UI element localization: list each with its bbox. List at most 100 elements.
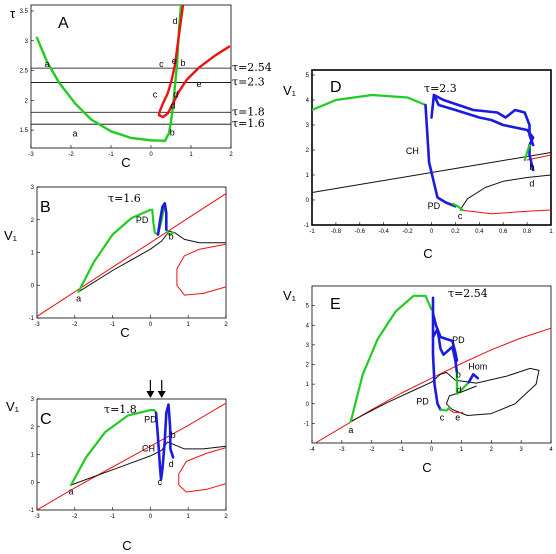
point-label: PD	[136, 215, 149, 225]
y-tick-label: 3	[31, 185, 35, 191]
series-line	[35, 5, 183, 142]
x-tick-label: 2	[224, 514, 228, 520]
point-label: c	[159, 59, 164, 69]
point-label: c	[458, 211, 463, 221]
y-axis-label: V₁	[283, 288, 297, 303]
x-tick-label: -3	[34, 514, 40, 520]
y-tick-label: 2	[306, 148, 310, 154]
y-tick-label: 0	[31, 283, 35, 289]
y-tick-label: 4	[306, 98, 310, 104]
plot-area	[312, 93, 551, 215]
point-label: c	[440, 412, 445, 422]
y-tick-label: -1	[29, 508, 35, 514]
series-line	[178, 447, 226, 493]
y-tick-label: 2.5	[20, 69, 29, 75]
x-tick-label: 0.6	[499, 229, 508, 235]
series-line	[69, 409, 158, 487]
x-tick-label: -3	[28, 152, 34, 158]
point-label: d	[169, 459, 174, 469]
plot-area	[314, 294, 551, 443]
point-label: c	[153, 89, 158, 99]
point-label: b	[180, 58, 185, 68]
x-tick-label: 0	[430, 229, 434, 235]
point-label: e	[455, 412, 460, 422]
x-tick-label: 2	[229, 152, 233, 158]
arrow-head	[146, 391, 155, 398]
point-label: CH	[142, 444, 155, 454]
series-line	[154, 403, 175, 481]
point-label: b	[456, 369, 461, 379]
series-line	[467, 373, 480, 384]
series-line	[451, 202, 464, 212]
series-line	[459, 174, 551, 211]
y-tick-label: 0	[306, 198, 310, 204]
x-tick-label: 4	[549, 447, 553, 453]
y-tick-label: 2	[31, 425, 35, 431]
y-tick-label: 4	[306, 323, 310, 329]
x-tick-label: 0.4	[475, 229, 484, 235]
y-tick-label: 0	[306, 402, 310, 408]
series-line	[37, 193, 226, 317]
x-tick-label: 0.8	[523, 229, 532, 235]
point-label: CH	[406, 146, 419, 156]
x-axis-label: C	[121, 155, 130, 170]
y-tick-label: 3	[306, 343, 310, 349]
point-label: PD	[416, 397, 429, 407]
y-tick-label: 1	[31, 251, 35, 257]
panel-label: B	[40, 199, 51, 216]
tau-level-label: τ=2.54	[232, 61, 272, 74]
x-tick-label: -1	[108, 152, 114, 158]
plot-frame	[30, 4, 232, 149]
x-tick-label: -0.4	[379, 229, 390, 235]
panel-label: A	[58, 15, 69, 32]
y-axis-label: V₁	[6, 399, 20, 414]
point-label: b	[170, 127, 175, 137]
x-tick-label: -2	[369, 447, 375, 453]
series-line	[37, 402, 226, 510]
y-tick-label: 1	[306, 173, 310, 179]
point-label: b	[529, 162, 534, 172]
series-line	[430, 93, 535, 172]
x-tick-label: -4	[309, 447, 315, 453]
series-line	[78, 230, 226, 293]
plot-area	[37, 193, 226, 317]
plot-area	[37, 402, 226, 510]
point-label: d	[173, 89, 178, 99]
panel-title: τ=1.6	[108, 192, 141, 205]
series-line	[424, 103, 457, 208]
series-line	[431, 312, 459, 362]
y-tick-label: 1.5	[20, 128, 29, 134]
series-line	[176, 243, 226, 296]
x-tick-label: -0.8	[331, 229, 342, 235]
x-tick-label: -1	[110, 322, 116, 328]
x-tick-label: 2	[224, 322, 228, 328]
x-tick-label: 1	[187, 514, 191, 520]
x-axis-label: C	[122, 538, 131, 553]
x-tick-label: 3	[519, 447, 523, 453]
y-axis-label: V₁	[283, 83, 297, 98]
x-tick-label: 0.2	[451, 229, 460, 235]
point-label: a	[44, 59, 49, 69]
x-tick-label: 1	[189, 152, 193, 158]
tau-level-label: τ=2.3	[232, 75, 265, 88]
tau-level-label: τ=1.8	[232, 105, 265, 118]
y-tick-label: 5	[306, 73, 310, 79]
x-tick-label: -3	[339, 447, 345, 453]
y-tick-label: 3.5	[20, 9, 29, 15]
point-label: e	[196, 79, 201, 89]
series-line	[432, 93, 535, 147]
series-line	[157, 5, 231, 119]
series-line	[312, 93, 427, 112]
panel-title: τ=2.3	[424, 82, 457, 95]
point-label: d	[456, 385, 461, 395]
panel-label: D	[330, 79, 342, 96]
x-axis-label: C	[422, 460, 431, 475]
point-label: PD	[144, 415, 157, 425]
arrow-head	[157, 391, 166, 398]
point-label: Hom	[468, 361, 487, 371]
